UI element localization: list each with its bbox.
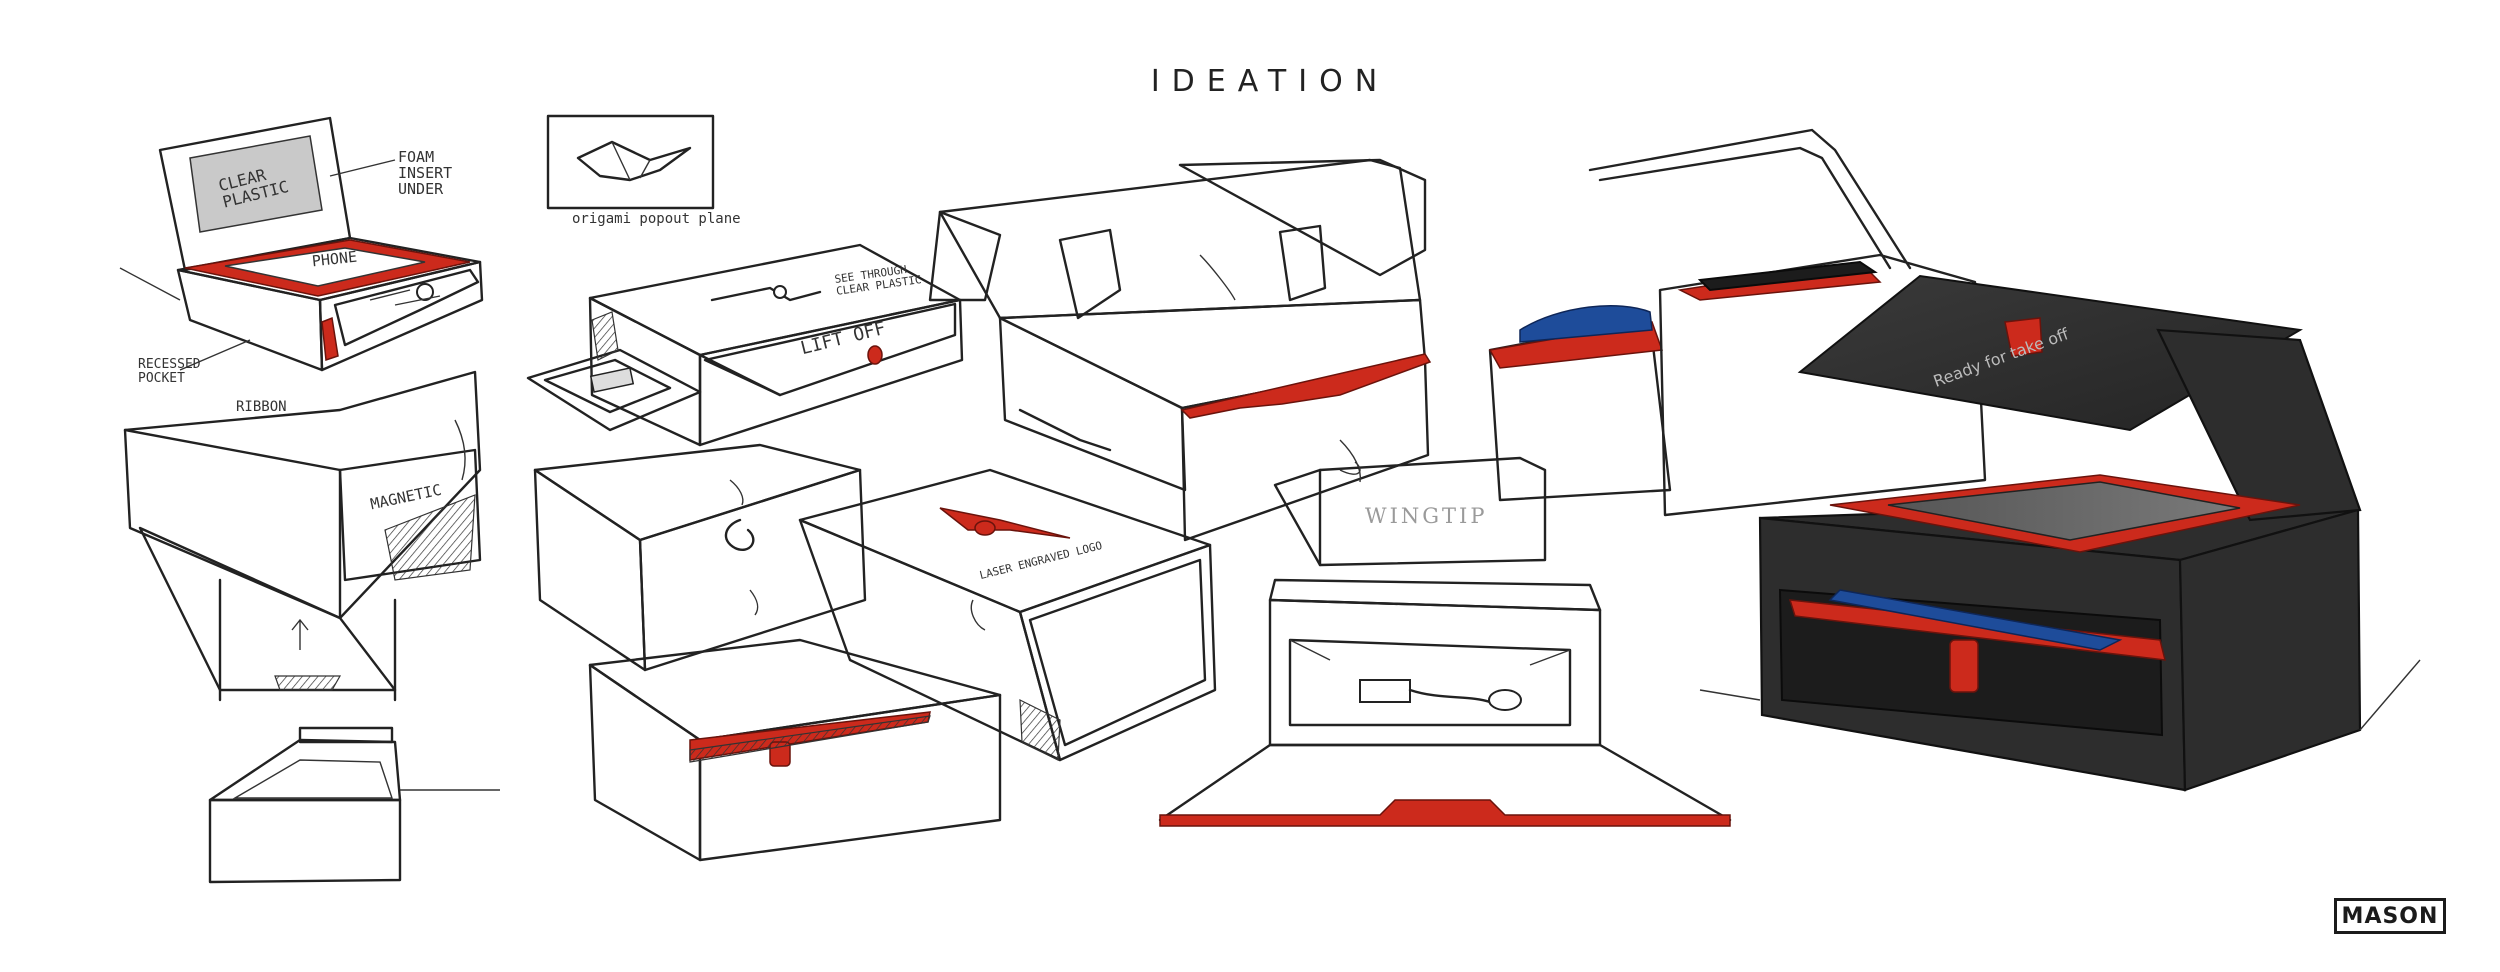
mason-logo: MASON xyxy=(2334,898,2446,934)
sketch-wingtip-box xyxy=(1158,456,1732,827)
sketch-lift-off-box xyxy=(526,243,964,447)
sketch-flap-box xyxy=(928,158,1432,542)
sketch-laser-box xyxy=(798,468,1217,762)
sketch-magnetic-box xyxy=(123,370,482,702)
annotation-wingtip: WINGTIP xyxy=(1365,504,1488,528)
annotation-foam-insert: FOAM INSERT UNDER xyxy=(398,148,453,198)
sketch-presentation-box xyxy=(1488,128,2421,792)
annotation-ribbon: RIBBON xyxy=(236,399,287,415)
arrow-icon xyxy=(1339,461,1361,475)
sketch-stacked-box xyxy=(533,443,1002,862)
sketch-phone-box xyxy=(119,116,484,372)
sketch-origami-panel xyxy=(546,114,715,210)
sketch-small-tray xyxy=(208,726,500,884)
annotation-recessed-pocket: RECESSED POCKET xyxy=(138,357,201,386)
page-title: IDEATION xyxy=(1150,64,1390,99)
annotation-origami-plane: origami popout plane xyxy=(572,211,741,227)
